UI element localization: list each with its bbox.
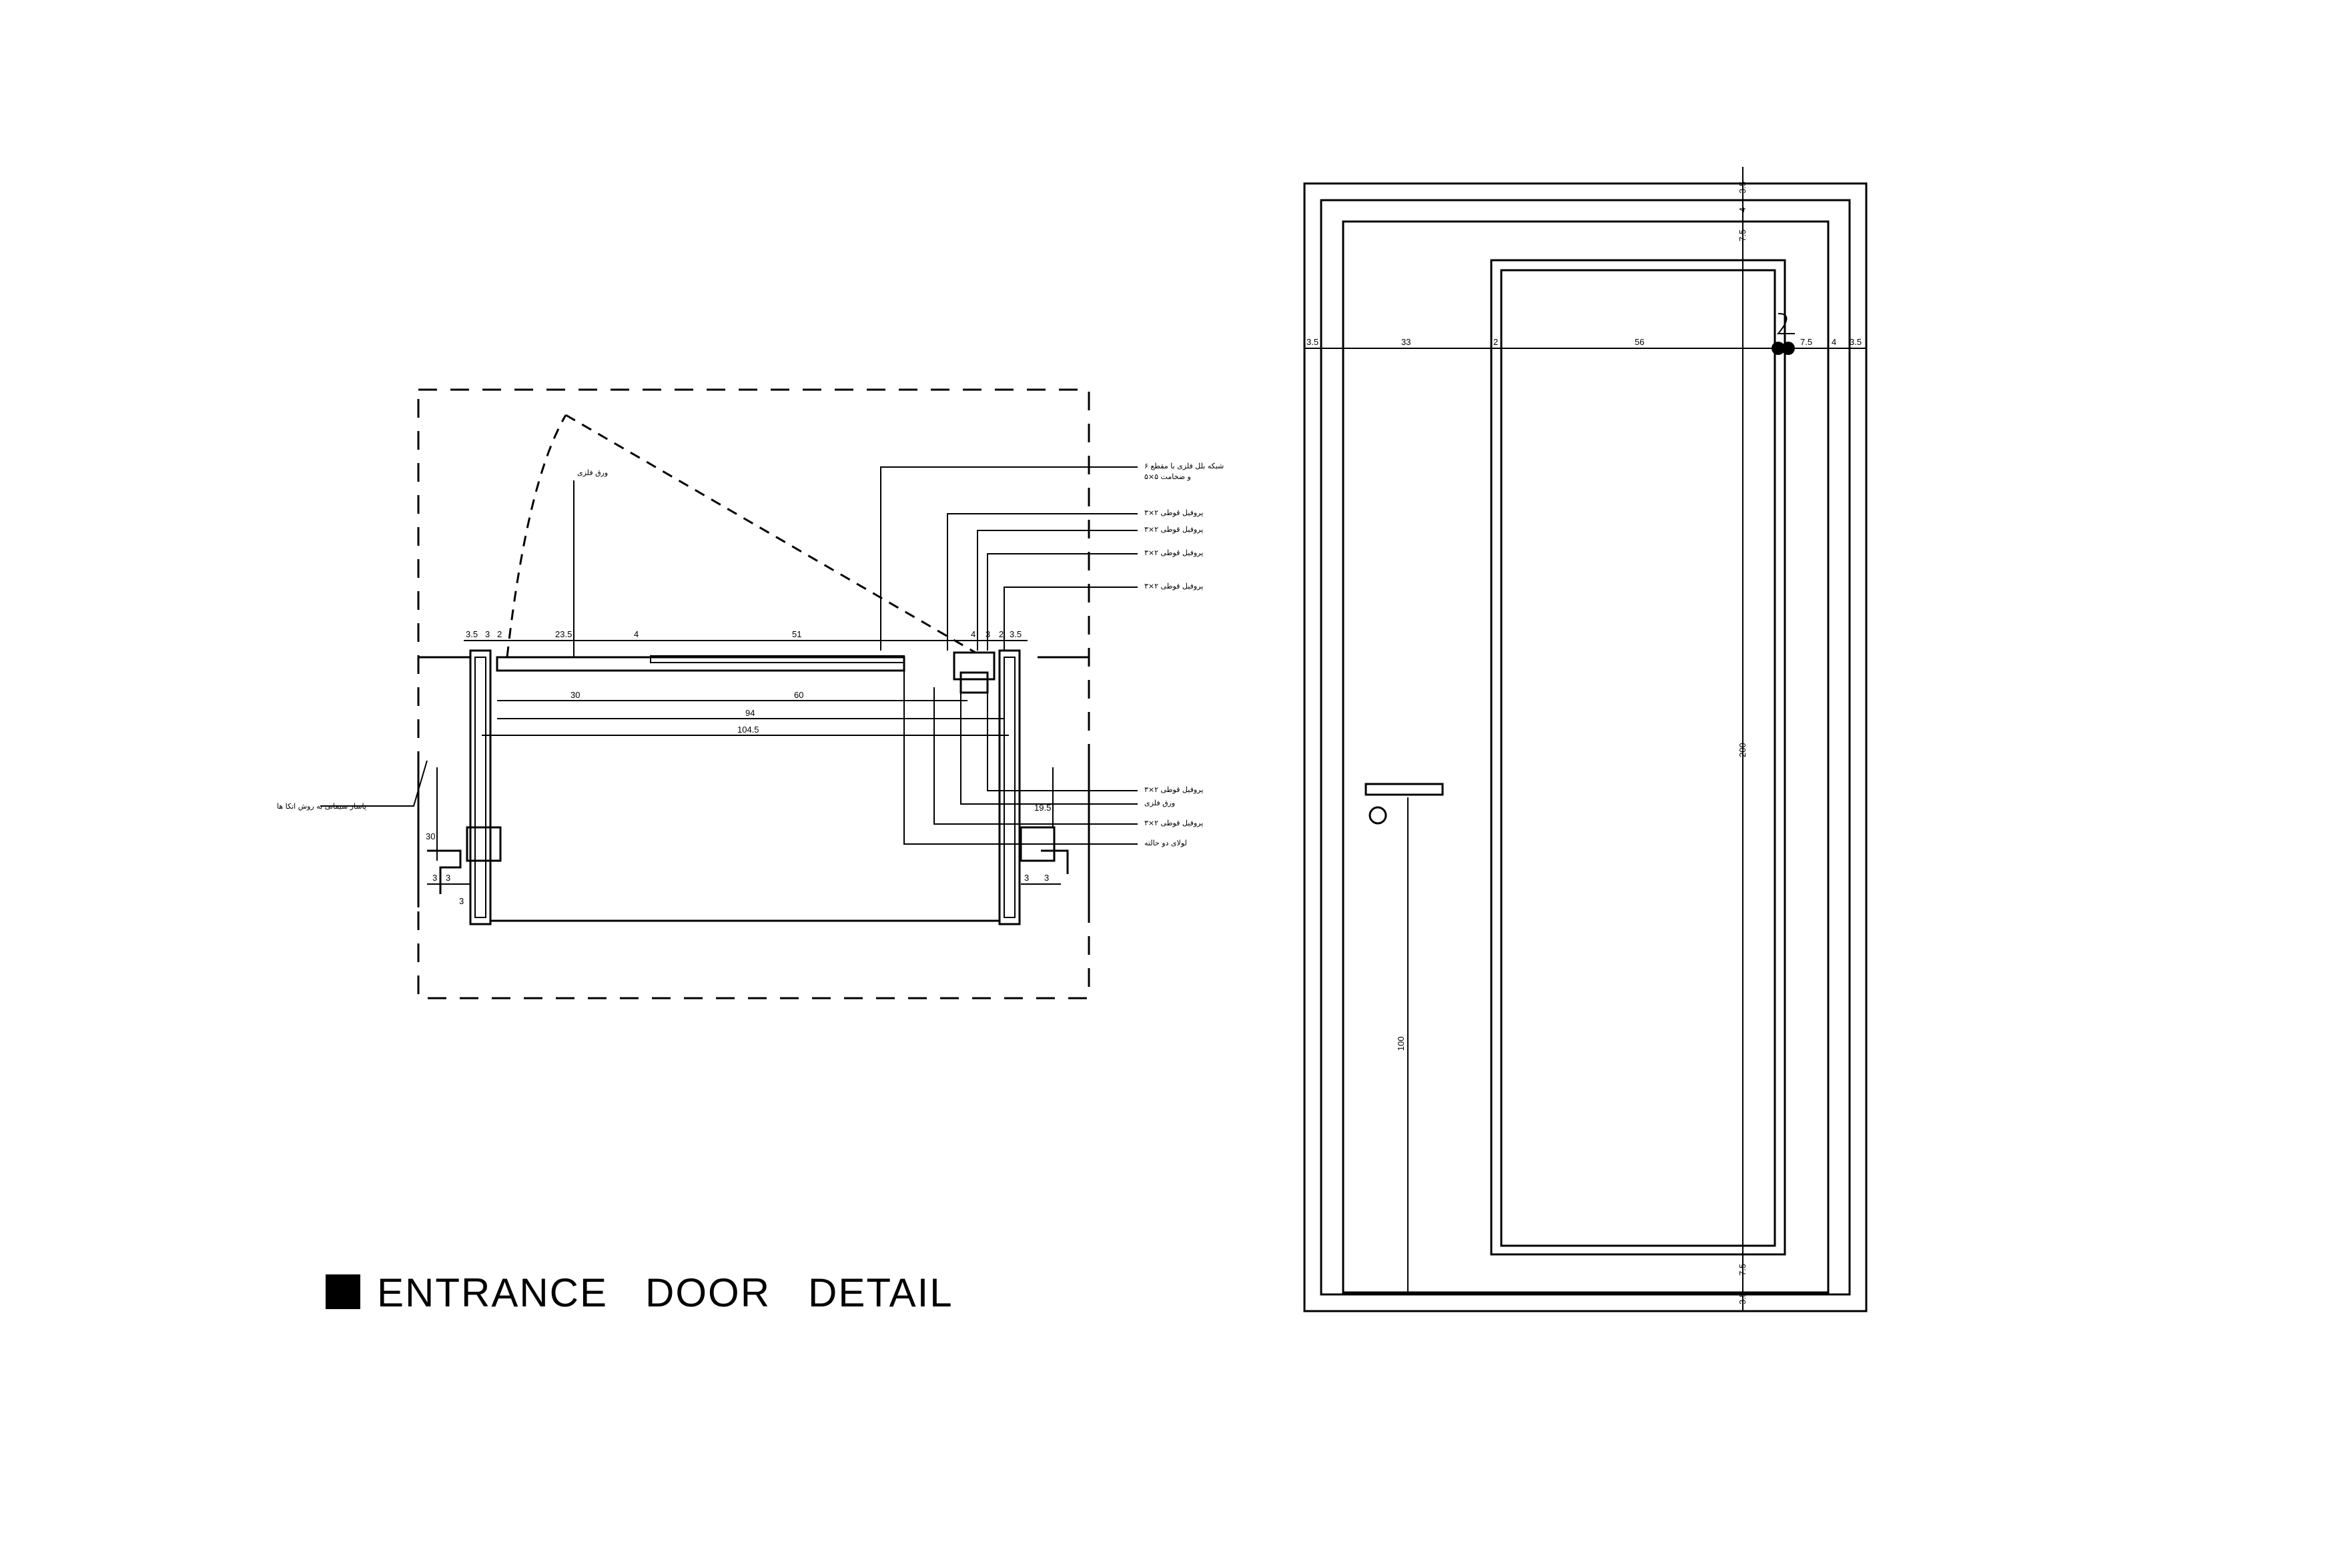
door-leaf-closed (496, 656, 905, 672)
door-lock-cylinder (1368, 806, 1387, 825)
top-dim-9: 2 (999, 629, 1004, 639)
plan-boundary-dashed (417, 388, 1090, 1000)
leader-profile-3 (987, 553, 1138, 651)
callout-profile-1: پروفیل قوطی ۲×۳ (1144, 508, 1203, 517)
right-side-dim: 19.5 (1034, 803, 1051, 813)
panel-inner (1500, 269, 1776, 1247)
top-dim-3: 2 (497, 629, 502, 639)
door-leaf-profile-right (953, 651, 996, 681)
hdim-7: 3.5 (1850, 337, 1862, 347)
frame-second (1320, 199, 1851, 1296)
frame-left-jamb (469, 649, 492, 925)
hinge-marker-1 (1772, 342, 1785, 355)
callout-grid-2: و ضخامت ۵×۵ (1144, 472, 1191, 481)
handle-height-dim: 100 (1396, 1036, 1406, 1051)
callout-profile-2: پروفیل قوطی ۲×۳ (1144, 525, 1203, 534)
drawing-title: ENTRANCE DOOR DETAIL (326, 1270, 953, 1315)
leader-b2 (960, 687, 1138, 805)
top-dim-4: 23.5 (555, 629, 572, 639)
bottom-dim-left-2: 3 (446, 873, 450, 883)
frame-left-jamb-inner (474, 657, 486, 918)
door-leaf-profile-right-2 (959, 671, 989, 694)
vdim-top-3: 7.5 (1737, 230, 1747, 242)
door-swing-leaf (565, 414, 976, 654)
leader-profile-2 (977, 530, 1138, 651)
vdim-bottom-1: 7.5 (1737, 1264, 1747, 1276)
dim-30: 30 (570, 690, 580, 700)
top-dim-1: 3.5 (466, 629, 478, 639)
door-handle-lever (1364, 783, 1444, 796)
bottom-dim-left-1: 3 (432, 873, 437, 883)
hdim-6: 4 (1832, 337, 1836, 347)
hdim-3: 2 (1493, 337, 1498, 347)
leader-b3 (933, 687, 1138, 825)
callout-sheet: ورق فلزی (577, 468, 608, 477)
panel-outer (1490, 259, 1786, 1256)
bottom-dim-right-2: 3 (1044, 873, 1049, 883)
vdim-top-1: 3.5 (1737, 181, 1747, 193)
top-dim-7: 4 (971, 629, 975, 639)
leader-profile-1 (947, 513, 1138, 651)
top-dim-6: 51 (792, 629, 801, 639)
door-plan-section: 3.5 3 2 23.5 4 51 4 3 2 3.5 30 60 94 104… (277, 388, 1224, 1000)
callout-bottom-2: ورق فلزی (1144, 799, 1175, 807)
door-leaf-outline (1342, 220, 1830, 1294)
callout-bottom-3: پروفیل قوطی ۲×۳ (1144, 819, 1203, 827)
callout-profile-3: پروفیل قوطی ۲×۳ (1144, 548, 1203, 557)
callout-grid-1: شبکه بلل فلزی با مقطع ۶ (1144, 462, 1224, 470)
top-dim-2: 3 (485, 629, 490, 639)
hinge-symbol (1776, 313, 1795, 334)
leader-profile-4 (1004, 586, 1138, 651)
door-leaf-core (650, 655, 905, 663)
callout-bottom-1: پروفیل قوطی ۲×۳ (1144, 785, 1203, 794)
frame-outer (1303, 182, 1868, 1312)
frame-left-box (466, 826, 502, 862)
callout-profile-4: پروفیل قوطی ۲×۳ (1144, 582, 1203, 591)
leader-grid (880, 466, 1138, 651)
top-dim-10: 3.5 (1010, 629, 1022, 639)
frame-right-jamb-inner (1004, 657, 1016, 918)
frame-right-jamb (998, 649, 1021, 925)
hdim-4: 56 (1635, 337, 1644, 347)
hdim-5: 7.5 (1800, 337, 1812, 347)
bottom-dim-left-3: 3 (459, 896, 464, 906)
leader-b1 (987, 687, 1138, 791)
vdim-height: 200 (1737, 743, 1747, 757)
door-swing-arc (506, 414, 567, 658)
door-elevation: 3.5 33 2 56 7.5 4 3.5 3.5 4 7.5 200 7.5 … (1303, 167, 1868, 1312)
hinge-right (1041, 849, 1069, 874)
leader-b4 (903, 661, 1138, 845)
hdim-1: 3.5 (1306, 337, 1318, 347)
title-marker-square (326, 1274, 360, 1309)
bottom-dim-right-1: 3 (1024, 873, 1029, 883)
top-dim-5: 4 (634, 629, 639, 639)
hdim-2: 33 (1401, 337, 1411, 347)
leader-left (320, 760, 428, 807)
dim-104-5: 104.5 (737, 725, 759, 735)
callout-bottom-4: لولای دو حالته (1144, 839, 1187, 847)
vdim-top-2: 4 (1737, 208, 1747, 212)
dim-60: 60 (794, 690, 803, 700)
callout-left: پاسار سیمانی به روش اتکا ها (277, 802, 366, 811)
vdim-bottom-2: 3.5 (1737, 1292, 1747, 1304)
dim-94: 94 (745, 708, 755, 718)
hinge-marker-2 (1782, 342, 1795, 355)
left-side-dim: 30 (426, 831, 435, 841)
hinge-left (427, 849, 462, 894)
title-text: ENTRANCE DOOR DETAIL (377, 1270, 953, 1315)
